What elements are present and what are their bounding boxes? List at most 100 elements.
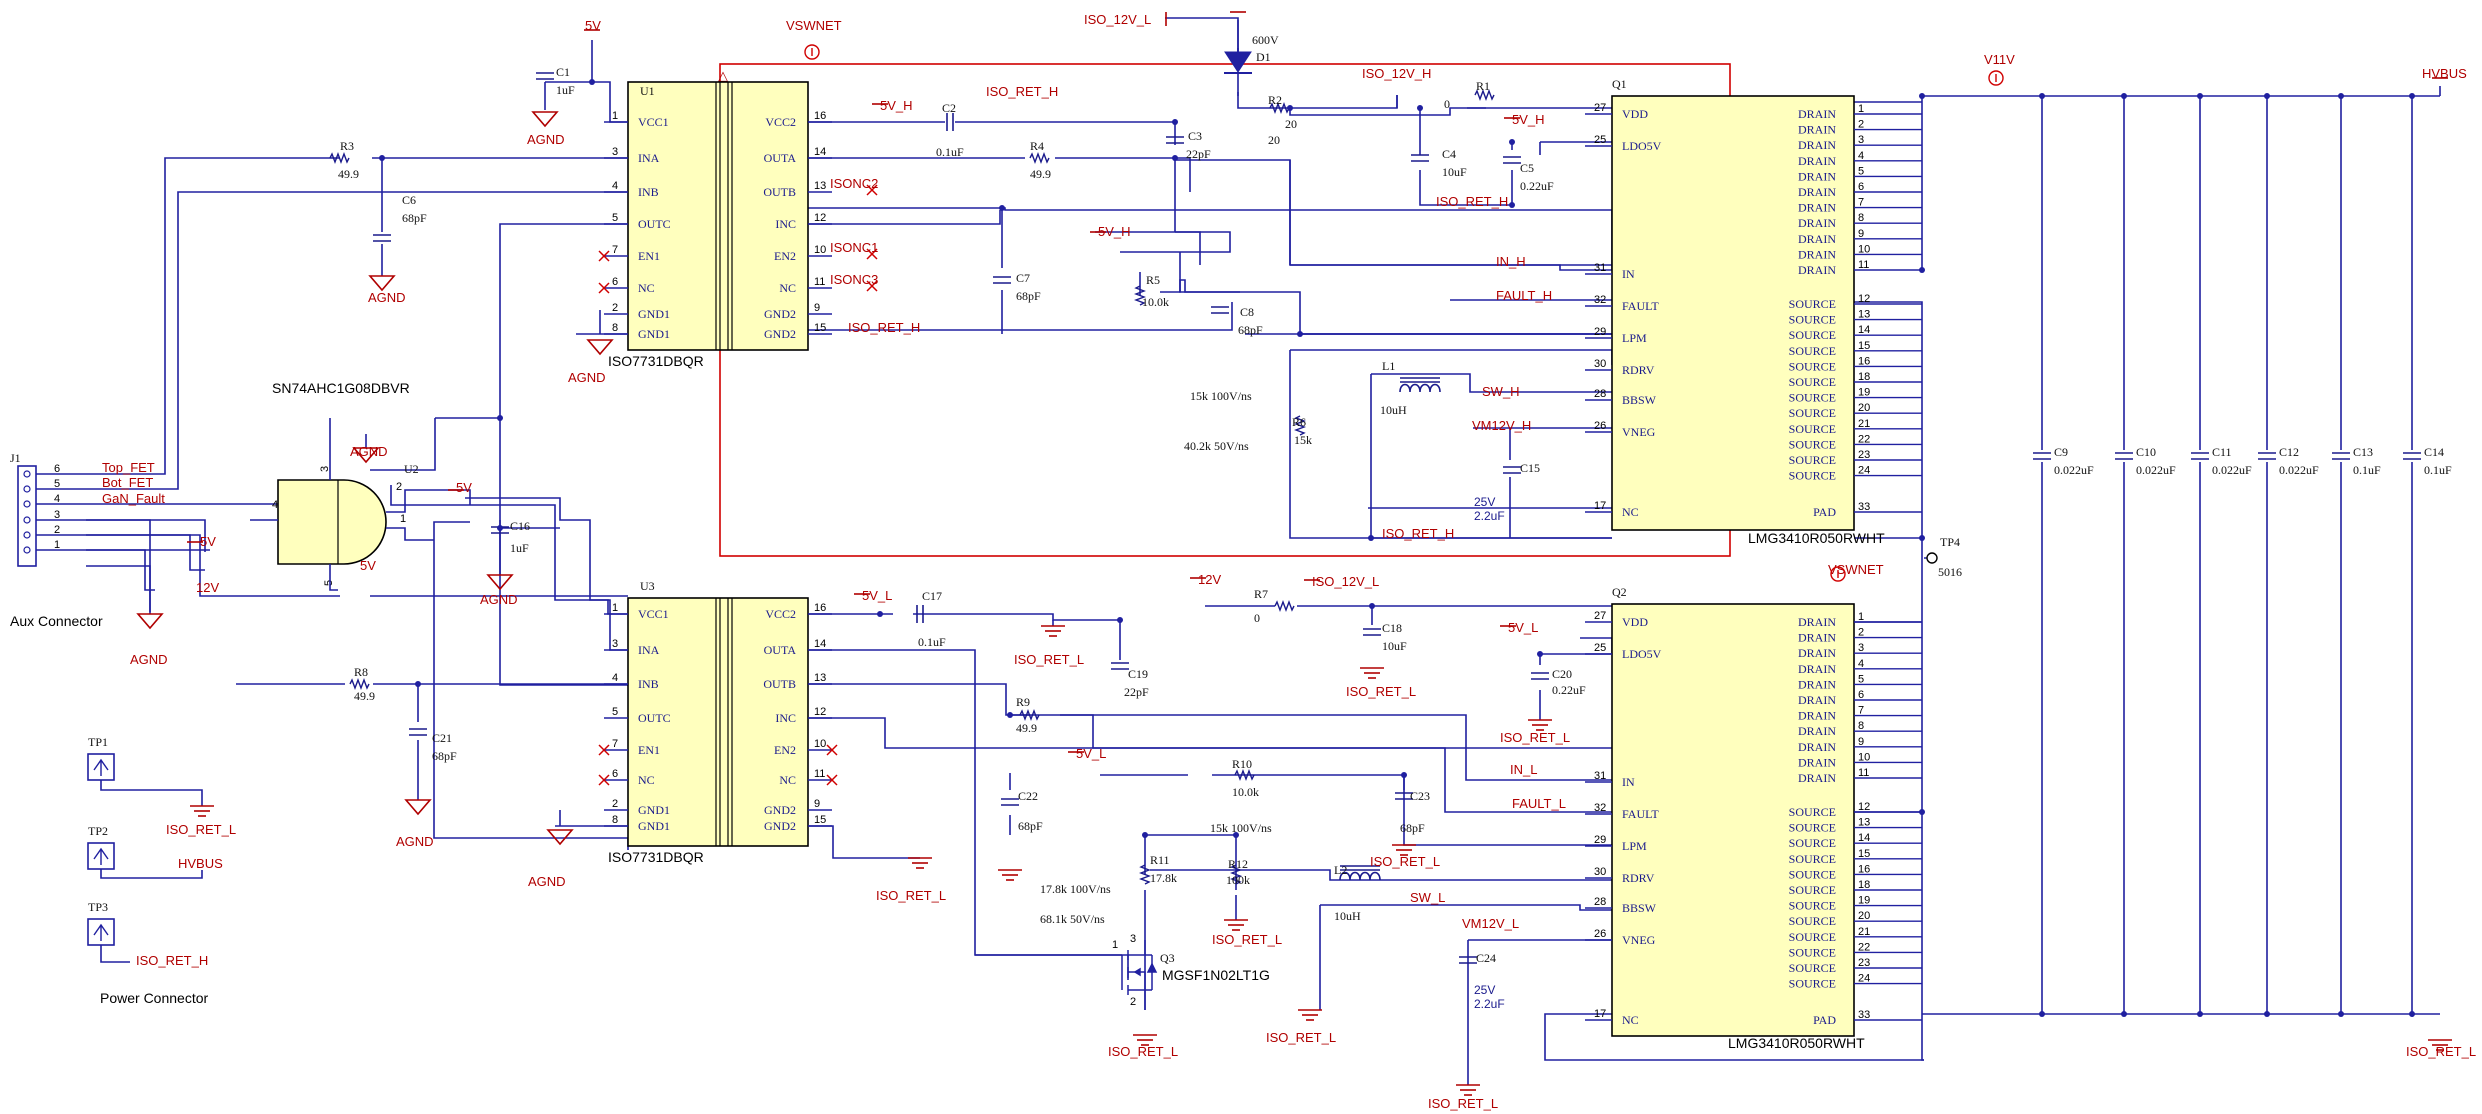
net-label-iso_ret_h: ISO_RET_H (1436, 194, 1508, 209)
j1-pin-5: 1 (54, 539, 60, 551)
c17-value: 0.1uF (918, 635, 946, 649)
u1pins-lpin-6: 2 (612, 302, 618, 314)
j1-pin-2: 4 (54, 493, 60, 505)
u1pins-rpin-4: 10 (814, 244, 826, 256)
q2pins-spin-5: 18 (1858, 879, 1870, 891)
net-label-v12: 12V (196, 580, 219, 595)
u1pins-rpin-6: 9 (814, 302, 820, 314)
u1pins-left-6: GND1 (638, 307, 670, 321)
l1-inductor: L1 10uH (1380, 359, 1441, 417)
u3pins-lpin-1: 3 (612, 638, 618, 650)
c20-capacitor (1530, 672, 1550, 680)
svg-text:△: △ (718, 68, 728, 83)
c3-ref: C3 (1188, 129, 1202, 143)
svg-text:1: 1 (1112, 939, 1118, 951)
net-label-isonc3: ISONC3 (830, 272, 878, 287)
junction-dot (1509, 202, 1515, 208)
net-label-iso_ret_l: ISO_RET_L (1266, 1030, 1336, 1045)
svg-text:5016: 5016 (1938, 565, 1962, 579)
j1-pin-4: 2 (54, 524, 60, 536)
c2-value: 0.1uF (936, 145, 964, 159)
q1pins-spin-0: 12 (1858, 293, 1870, 305)
net-label-iso_ret_l: ISO_RET_L (876, 888, 946, 903)
tp4[interactable]: TP4 5016 (1926, 535, 1962, 579)
c22-ref: C22 (1018, 789, 1038, 803)
q2pins-left-5: RDRV (1622, 871, 1655, 885)
junction-dot (1919, 535, 1925, 541)
c1-ref: C1 (556, 65, 570, 79)
q1pins-drain-1: DRAIN (1798, 123, 1836, 137)
aux-connector-label: Aux Connector (10, 613, 103, 629)
u1pins-rpin-5: 11 (814, 276, 825, 288)
iso-ground-symbol (1223, 919, 1249, 931)
q2pins-source-8: SOURCE (1789, 930, 1836, 944)
u3pins-rpin-6: 9 (814, 798, 820, 810)
q1pins-lpin-0: 27 (1594, 102, 1606, 114)
j1-connector[interactable]: J1 Aux Connector (10, 451, 103, 629)
junction-dot (1007, 712, 1013, 718)
net-label-agnd: AGND (527, 132, 565, 147)
q2pins-lpin-3: 32 (1594, 802, 1606, 814)
c2-capacitor (946, 112, 954, 132)
c24-ref: C24 (1476, 951, 1496, 965)
tp2[interactable]: TP2 HVBUS (87, 824, 223, 879)
iso-ground-symbol (1359, 667, 1385, 679)
junction-dot (1172, 119, 1178, 125)
u3pins-right-1: OUTA (764, 643, 797, 657)
q2pins-dpin-4: 5 (1858, 673, 1864, 685)
agnd-symbol (587, 339, 613, 355)
q1pins-dpin-4: 5 (1858, 165, 1864, 177)
u1pins-left-4: EN1 (638, 249, 660, 263)
q1pins-drain-3: DRAIN (1798, 154, 1836, 168)
iso-ground-symbol (1455, 1084, 1481, 1096)
net-label-iso_ret_l: ISO_RET_L (2406, 1044, 2476, 1059)
q2-part: LMG3410R050RWHT (1728, 1035, 1865, 1051)
r12-ref: R12 (1228, 857, 1248, 871)
q2pins-drain-7: DRAIN (1798, 724, 1836, 738)
c4-value: 10uF (1442, 165, 1467, 179)
net-label-vswnet: VSWNET (1828, 562, 1884, 577)
q1pins-spin-4: 16 (1858, 355, 1870, 367)
q1pins-drain-6: DRAIN (1798, 201, 1836, 215)
junction-dot (1417, 105, 1423, 111)
q1pins-source-4: SOURCE (1789, 359, 1836, 373)
c7-ref: C7 (1016, 271, 1030, 285)
q2pins-left-1: LDO5V (1622, 647, 1662, 661)
tp1[interactable]: TP1 ISO_RET_L (87, 735, 236, 837)
q2pins-drain-10: DRAIN (1798, 771, 1836, 785)
c18-value: 10uF (1382, 639, 1407, 653)
net-top-fet: Top_FET (102, 460, 155, 475)
net-label-isonc1: ISONC1 (830, 240, 878, 255)
q1pins-spin-10: 23 (1858, 449, 1870, 461)
q1pins-left-2: IN (1622, 267, 1635, 281)
q2pins-source-2: SOURCE (1789, 836, 1836, 850)
u3pins-rpin-4: 10 (814, 738, 826, 750)
q2pins-spin-3: 15 (1858, 848, 1870, 860)
c2-ref: C2 (942, 101, 956, 115)
net-label-iso_ret_h: ISO_RET_H (848, 320, 920, 335)
u1pins-left-7: GND1 (638, 327, 670, 341)
q2pins-dpin-9: 10 (1858, 751, 1870, 763)
iso-ground-symbol (1527, 719, 1553, 731)
r1-value: 0 (1444, 97, 1450, 111)
c15-ref: C15 (1520, 461, 1540, 475)
q1pins-lpin-3: 32 (1594, 294, 1606, 306)
q2pins-dpin-5: 6 (1858, 689, 1864, 701)
junction-dot (1369, 603, 1375, 609)
q2pins-drain-5: DRAIN (1798, 693, 1836, 707)
u1pins-right-3: INC (775, 217, 796, 231)
junction-dot (1919, 809, 1925, 815)
r3-value: 49.9 (338, 167, 359, 181)
svg-text:10uH: 10uH (1334, 909, 1361, 923)
q2pins-source-10: SOURCE (1789, 961, 1836, 975)
u3pins-left-1: INA (638, 643, 660, 657)
tp3[interactable]: TP3 ISO_RET_H (87, 900, 208, 968)
q1pins-lpin-2: 31 (1594, 262, 1606, 274)
svg-text:5: 5 (323, 580, 335, 586)
q1pins-lpin-5: 30 (1594, 358, 1606, 370)
r8-resistor (349, 679, 370, 689)
u1pins-left-5: NC (638, 281, 655, 295)
net-label-sw_l: SW_L (1410, 890, 1445, 905)
c19-capacitor (1110, 662, 1130, 670)
junction-dot (497, 415, 503, 421)
